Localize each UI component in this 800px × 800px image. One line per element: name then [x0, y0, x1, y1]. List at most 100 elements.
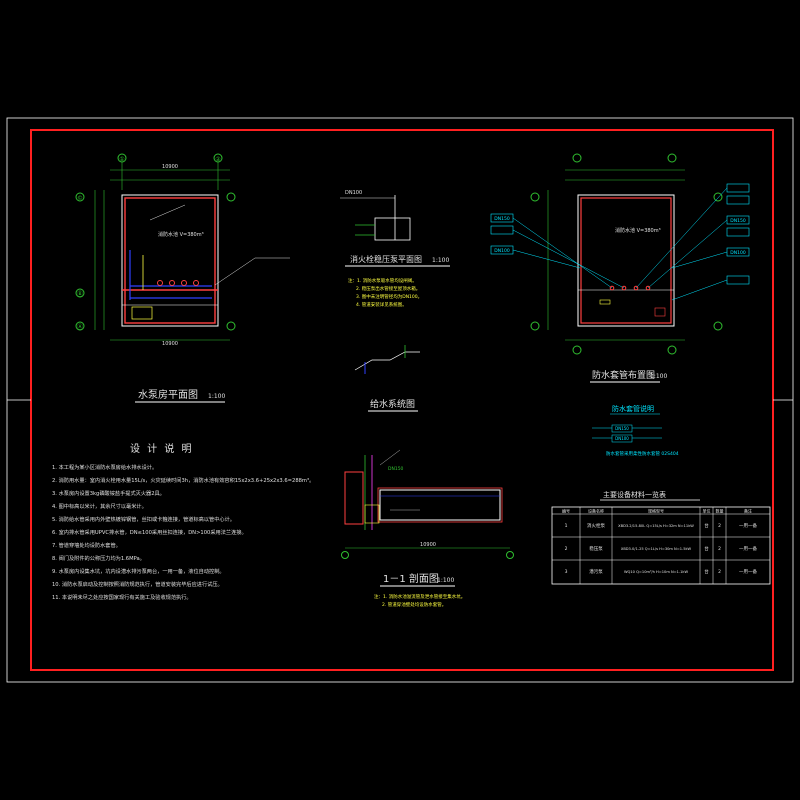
- equip-note-3: 3. 图中未注明管径均为DN100。: [356, 293, 422, 300]
- sleeve-tag-text: DN100: [494, 248, 510, 254]
- axis-bubble-c: [75, 192, 85, 202]
- equip-pipe-label: DN100: [345, 190, 362, 196]
- waterproof-room-label: 消防水池 V=380m³: [615, 227, 661, 234]
- table-cell: 2: [718, 569, 721, 575]
- table-header: 单位: [703, 508, 711, 514]
- sleeve-leader: [512, 217, 613, 289]
- axis-bubble: [572, 153, 582, 163]
- waterproof-scale: 1:100: [650, 373, 667, 380]
- section-scale: 1:100: [437, 577, 454, 584]
- table-cell: 台: [704, 522, 709, 529]
- axis-label-1: ①: [119, 156, 124, 163]
- system-pipe: [354, 351, 420, 371]
- axis-bubble: [572, 345, 582, 355]
- axis-bubble: [667, 345, 677, 355]
- legend-box: [611, 424, 633, 433]
- table-cell: 台: [704, 568, 709, 575]
- sleeve-leader: [635, 187, 728, 289]
- section-tank-wall: [377, 487, 503, 523]
- table-cell: 2: [718, 523, 721, 529]
- table-header: 规格型号: [648, 508, 664, 514]
- pump-box: [364, 504, 380, 524]
- pipe-fitting: [654, 307, 666, 317]
- sleeve-tag: [726, 195, 750, 205]
- sleeve-tag-text: DN150: [494, 216, 510, 222]
- equipment-table: 主要设备材料一览表 编号 设备名称 规格型号 单位 数量 备注 1 消火栓泵 X…: [551, 490, 771, 585]
- table-cell: 台: [704, 545, 709, 552]
- sleeve-leader: [647, 219, 728, 289]
- axis-bubble-c-right: [226, 192, 236, 202]
- note-line: 1. 本工程为某小区消防水泵房给水排水设计。: [52, 463, 157, 471]
- legend-item-2: DN100: [615, 436, 629, 441]
- axis-bubble: [713, 321, 723, 331]
- table-header: 设备名称: [588, 508, 604, 514]
- axis-label-a: Ⓐ: [77, 323, 83, 331]
- table-cell: 潜污泵: [589, 568, 603, 575]
- legend-title: 防水套管说明: [612, 404, 654, 413]
- table-cell: 稳压泵: [589, 545, 603, 552]
- axis-bubble-a-right: [226, 321, 236, 331]
- section-1-1: DN150 10900 1－1 剖面图 1:100 注：1. 消防水池溢流管及泄…: [341, 449, 514, 608]
- wall-inner: [124, 197, 216, 324]
- sleeve-mark: [645, 285, 651, 291]
- axis-bubble: [530, 192, 540, 202]
- axis-bubble: [506, 551, 514, 559]
- sleeve-leader: [671, 279, 728, 301]
- axis-bubble: [713, 192, 723, 202]
- room-outline: [121, 194, 219, 327]
- table-cell: 消火栓泵: [587, 522, 605, 529]
- note-line: 7. 管道穿墙处均设防水套管。: [52, 541, 121, 549]
- note-line: 4. 图中标高以米计，其余尺寸以毫米计。: [52, 502, 147, 510]
- table-header: 数量: [716, 508, 724, 514]
- table-cell: XBD3.2/15-80L Q=15L/s H=32m N=11kW: [618, 524, 694, 528]
- section-dim: 10900: [420, 542, 436, 548]
- sleeve-tag-text: DN100: [730, 250, 746, 256]
- table-cell: 一用一备: [739, 545, 757, 552]
- section-note-1: 注：1. 消防水池溢流管及泄水管接至集水坑。: [374, 593, 465, 600]
- note-line: 8. 阀门及附件的公称压力均为1.6MPa。: [52, 554, 145, 562]
- table-header: 编号: [562, 508, 570, 514]
- wall-inner: [580, 197, 672, 324]
- pump-symbol: [157, 280, 163, 286]
- pump-symbol: [193, 280, 199, 286]
- table-cell: 3: [565, 569, 568, 575]
- sleeve-tag: [726, 183, 750, 193]
- section-top-label: DN150: [388, 466, 404, 472]
- legend-note: 防水套管采用柔性防水套管 02S404: [606, 450, 679, 457]
- axis-bubble: [530, 321, 540, 331]
- sleeve-leader: [512, 249, 581, 269]
- sleeve-leader: [671, 251, 728, 269]
- table-cell: WQ10 Q=10m³/h H=10m N=1.1kW: [624, 570, 689, 574]
- sleeve-leader: [512, 229, 625, 289]
- note-line: 11. 本说明未尽之处应按国家现行有关施工及验收规范执行。: [52, 593, 192, 601]
- pump-room-plan: ① ② 10900 © Ⓑ Ⓐ 消防水池 V=380m³: [75, 153, 290, 403]
- axis-bubble-b: [75, 288, 85, 298]
- system-diagram: 给水系统图: [354, 345, 420, 412]
- system-title: 给水系统图: [370, 398, 415, 410]
- table-cell: 一用一备: [739, 568, 757, 575]
- waterproof-legend: 防水套管说明 DN150 DN100 防水套管采用柔性防水套管 02S404: [592, 404, 679, 457]
- table-cell: 1: [565, 523, 568, 529]
- table-cell: XBD3.0/1-25 Q=1L/s H=30m N=1.5kW: [621, 547, 692, 551]
- equip-scale: 1:100: [432, 257, 449, 264]
- waterproof-title: 防水套管布置图: [592, 369, 655, 381]
- sump-pit: [131, 306, 153, 320]
- sleeve-tag: [726, 275, 750, 285]
- sleeve-mark: [633, 285, 639, 291]
- note-line: 9. 水泵房内设集水坑，坑内设潜水排污泵两台，一用一备，液位自动控制。: [52, 567, 225, 575]
- equip-note-2: 2. 稳压泵出水管接至屋顶水箱。: [356, 285, 420, 292]
- table-header: 备注: [744, 508, 752, 514]
- notes-title: 设 计 说 明: [130, 442, 194, 455]
- sleeve-mark: [609, 285, 615, 291]
- pipe-fitting: [599, 299, 611, 305]
- sleeve-tag-text: DN150: [730, 218, 746, 224]
- sleeve-tag: [726, 227, 750, 237]
- table-frame: [551, 506, 771, 585]
- table-cell: 2: [565, 546, 568, 552]
- axis-label-b: Ⓑ: [77, 290, 83, 298]
- axis-label-c: ©: [77, 195, 83, 202]
- legend-box: [611, 434, 633, 443]
- pump-symbol: [169, 280, 175, 286]
- section-note-2: 2. 管道穿池壁处均设防水套管。: [382, 601, 446, 608]
